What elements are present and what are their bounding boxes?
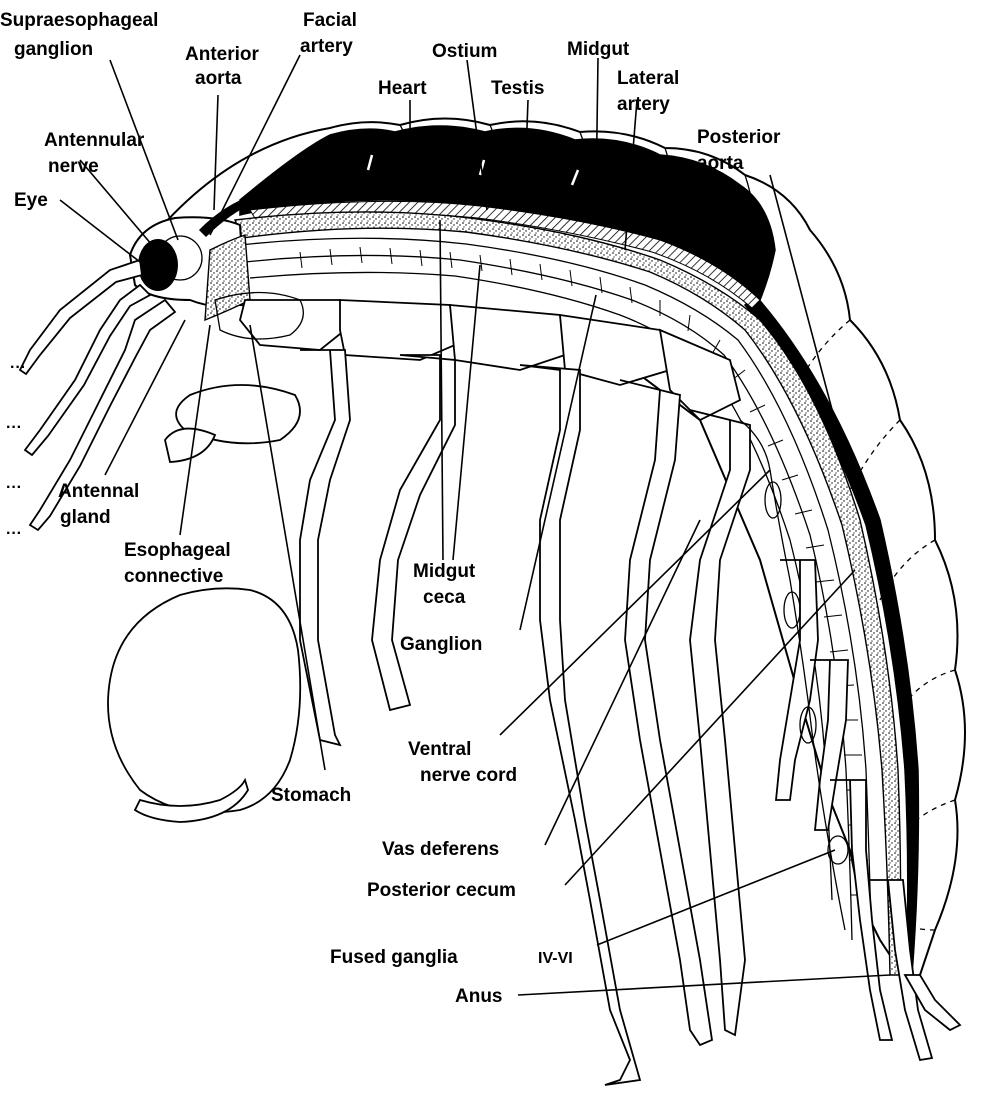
svg-text:···: ··· [6,525,22,542]
label-fused-ganglia-suffix: IV-VI [538,950,573,967]
label-antennular-nerve-2: nerve [48,156,99,177]
svg-text:···: ··· [6,479,22,496]
label-anus: Anus [455,986,503,1007]
label-lateral-artery-1: Lateral [617,68,679,89]
label-midgut-ceca-2: ceca [423,587,466,608]
label-antennular-nerve-1: Antennular [44,130,145,151]
eye-shape [138,239,178,291]
label-posterior-aorta-1: Posterior [697,127,781,148]
label-facial-artery-2: artery [300,36,353,57]
label-supraesophageal-ganglion-2: ganglion [14,39,93,60]
label-posterior-aorta-2: aorta [697,153,744,174]
label-anterior-aorta-2: aorta [195,68,242,89]
label-midgut: Midgut [567,39,630,60]
label-antennal-gland-1: Antennal [58,481,139,502]
walking-legs [300,350,750,1085]
svg-text:···: ··· [10,359,26,376]
label-facial-artery-1: Facial [303,10,357,31]
label-vas-deferens: Vas deferens [382,839,499,860]
label-posterior-cecum: Posterior cecum [367,880,516,901]
label-ventral-nerve-cord-2: nerve cord [420,765,517,786]
fused-ganglia-shape [828,836,848,864]
label-heart: Heart [378,78,427,99]
label-eye: Eye [14,190,48,211]
label-fused-ganglia: Fused ganglia [330,947,458,968]
gnathopod-2-hand [108,588,300,812]
gnathopod-claw [165,429,215,462]
svg-text:···: ··· [6,419,22,436]
label-ostium: Ostium [432,41,497,62]
label-stomach: Stomach [271,785,351,806]
label-esophageal-connective-2: connective [124,566,223,587]
label-testis: Testis [491,78,545,99]
label-ventral-nerve-cord-1: Ventral [408,739,471,760]
label-esophageal-connective-1: Esophageal [124,540,231,561]
label-lateral-artery-2: artery [617,94,670,115]
label-antennal-gland-2: gland [60,507,111,528]
label-ganglion: Ganglion [400,634,482,655]
body-drawing: ··· ··· ··· ··· [6,119,965,1086]
label-anterior-aorta-1: Anterior [185,44,260,65]
label-midgut-ceca-1: Midgut [413,561,476,582]
label-supraesophageal-ganglion-1: Supraesophageal [0,10,158,31]
